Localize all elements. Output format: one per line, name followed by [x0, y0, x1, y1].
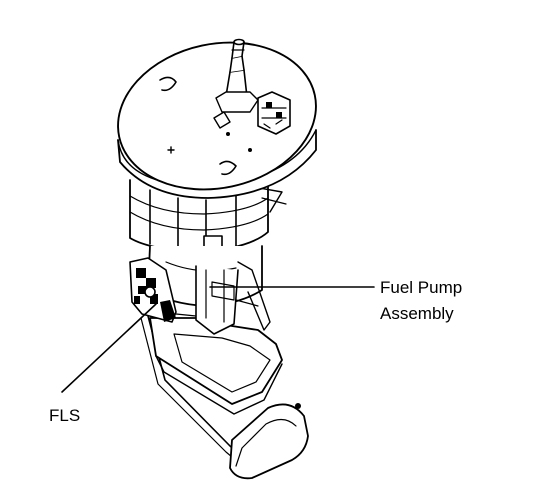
float-arm-and-float	[140, 315, 309, 480]
fls-leader-line	[61, 303, 157, 393]
reservoir-base	[149, 317, 283, 415]
fuel-pump-label-line2: Assembly	[380, 304, 454, 323]
fuel-level-sender	[129, 257, 177, 323]
pump-housing	[147, 245, 271, 335]
top-flange	[117, 41, 317, 199]
fuel-outlet-tube	[215, 38, 259, 113]
electrical-connector	[257, 91, 291, 135]
fuel-pump-label-line1: Fuel Pump	[380, 278, 462, 297]
fls-label: FLS	[49, 406, 80, 425]
float	[229, 403, 309, 480]
